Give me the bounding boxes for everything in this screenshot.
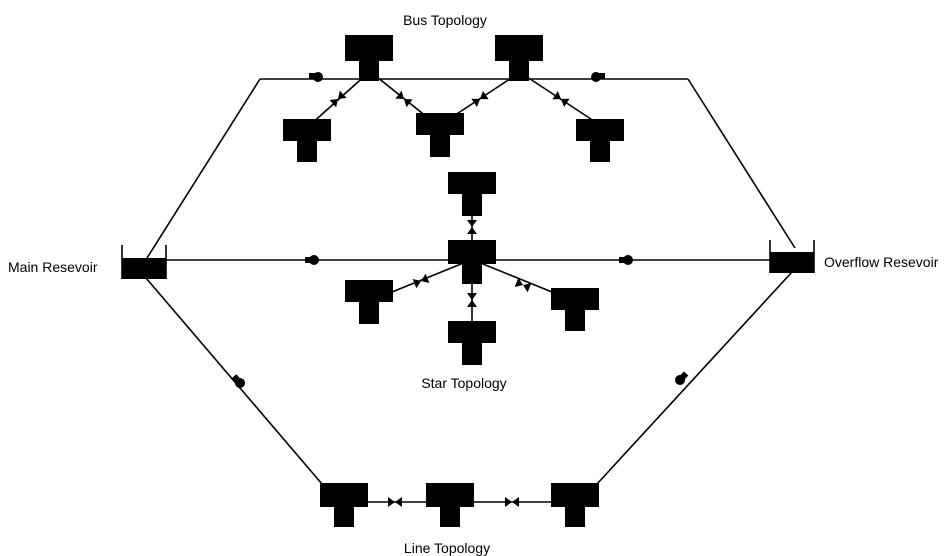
valve-icon xyxy=(505,497,519,507)
valve-icon xyxy=(514,277,532,293)
valve-icon xyxy=(467,220,477,234)
pipe-star-lower-right xyxy=(477,261,553,293)
pump-icon xyxy=(305,255,319,265)
tank-icon xyxy=(576,119,624,162)
pumps xyxy=(231,72,689,388)
pipe-star-lower-left xyxy=(391,261,467,293)
tank-icon xyxy=(448,321,496,365)
overflow-reservoir-label: Overflow Resevoir xyxy=(824,254,939,270)
pipe-bus-to-overflow xyxy=(687,78,796,249)
pipe-main-to-line xyxy=(145,277,323,485)
tank-icon xyxy=(345,280,393,324)
pump-icon xyxy=(619,255,633,265)
overflow-reservoir-water xyxy=(770,252,814,273)
valve-icon xyxy=(471,90,489,108)
line-topology-label: Line Topology xyxy=(404,540,490,556)
star-hub-tank-icon xyxy=(448,240,496,284)
valve-icon xyxy=(412,273,430,289)
valve-icon xyxy=(552,90,570,108)
tank-icon xyxy=(495,35,543,81)
tanks xyxy=(283,35,624,527)
pump-icon xyxy=(675,371,689,385)
pipes xyxy=(145,72,796,503)
tank-icon xyxy=(416,113,464,157)
tank-icon xyxy=(426,483,474,527)
pump-icon xyxy=(591,72,605,82)
main-reservoir-water xyxy=(122,258,166,279)
valve-icon xyxy=(395,90,413,108)
tank-icon xyxy=(551,288,599,331)
pipe-main-to-bus xyxy=(146,78,261,259)
main-reservoir xyxy=(121,245,167,279)
pump-icon xyxy=(309,72,323,82)
tank-icon xyxy=(283,119,331,162)
tank-icon xyxy=(551,483,599,527)
tank-icon xyxy=(345,35,393,81)
star-topology-label: Star Topology xyxy=(421,375,506,391)
valves xyxy=(329,90,570,507)
main-reservoir-label: Main Resevoir xyxy=(8,259,98,275)
pipe-line-to-overflow xyxy=(596,271,793,485)
overflow-reservoir xyxy=(769,240,815,273)
tank-icon xyxy=(320,483,368,527)
tank-icon xyxy=(448,172,496,216)
pipe-bus-branch-1 xyxy=(309,72,369,126)
bus-topology-label: Bus Topology xyxy=(403,12,487,28)
valve-icon xyxy=(329,90,347,108)
pump-icon xyxy=(231,374,245,388)
valve-icon xyxy=(467,293,477,307)
valve-icon xyxy=(388,497,402,507)
